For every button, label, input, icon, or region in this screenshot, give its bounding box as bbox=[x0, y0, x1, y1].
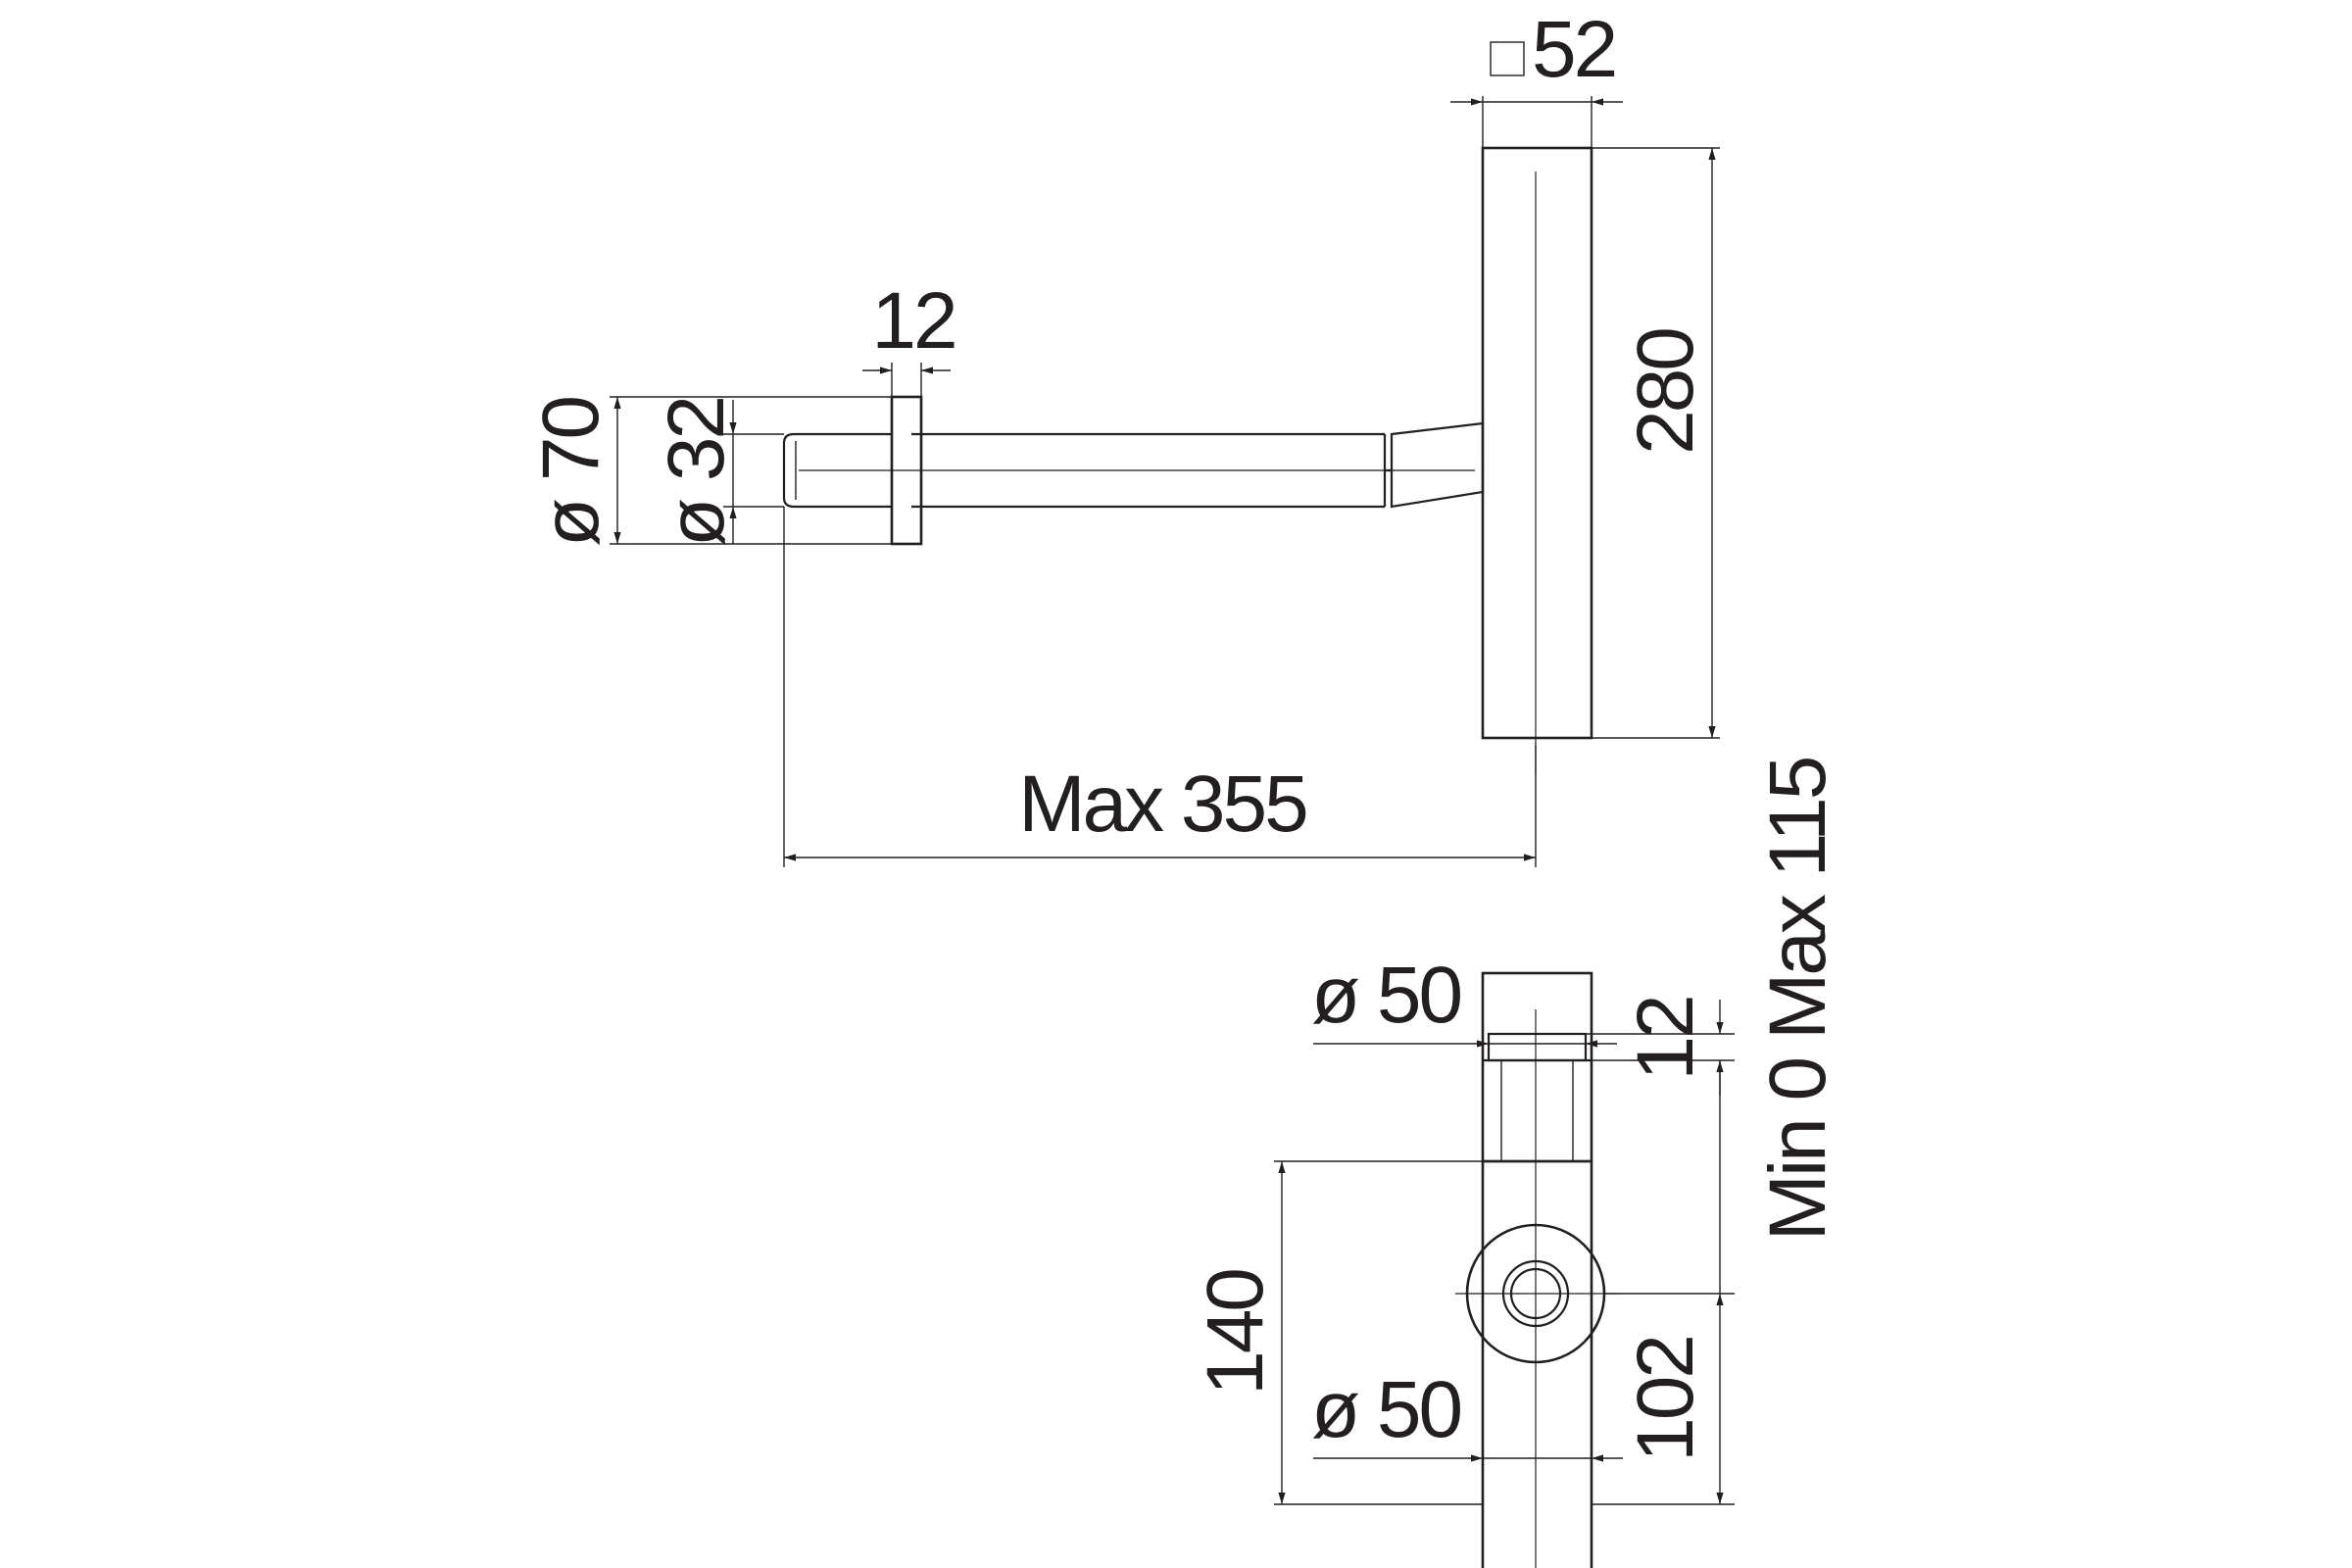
stub-pipe bbox=[782, 432, 892, 509]
dim-140: 140 bbox=[1191, 1270, 1280, 1396]
dim-dia-50-bottom: ø 50 bbox=[1311, 1365, 1460, 1454]
square-symbol bbox=[1490, 41, 1525, 76]
dim-12-bottom: 12 bbox=[1621, 997, 1710, 1080]
siphon-body bbox=[1481, 146, 1593, 740]
dim-square-52: 52 bbox=[1532, 5, 1615, 94]
dim-dia-50-top: ø 50 bbox=[1311, 951, 1460, 1040]
cone-connector bbox=[1390, 421, 1485, 509]
front-view: ø 50 12 140 ø 50 102 bbox=[1191, 951, 1735, 1568]
dim-dia-70: ø 70 bbox=[526, 398, 615, 547]
dim-min0-max115: Min 0 Max 115 bbox=[1753, 758, 1842, 1241]
dim-max-355: Max 355 bbox=[1018, 760, 1306, 849]
upper-column bbox=[1481, 971, 1593, 1163]
dim-12-top: 12 bbox=[871, 276, 955, 366]
dim-102: 102 bbox=[1621, 1337, 1710, 1462]
side-view: 52 280 12 ø 70 ø 32 Max 355 bbox=[526, 5, 1720, 867]
ring-band bbox=[1487, 1032, 1588, 1062]
dim-280: 280 bbox=[1621, 329, 1710, 455]
dim-dia-32: ø 32 bbox=[652, 398, 741, 547]
